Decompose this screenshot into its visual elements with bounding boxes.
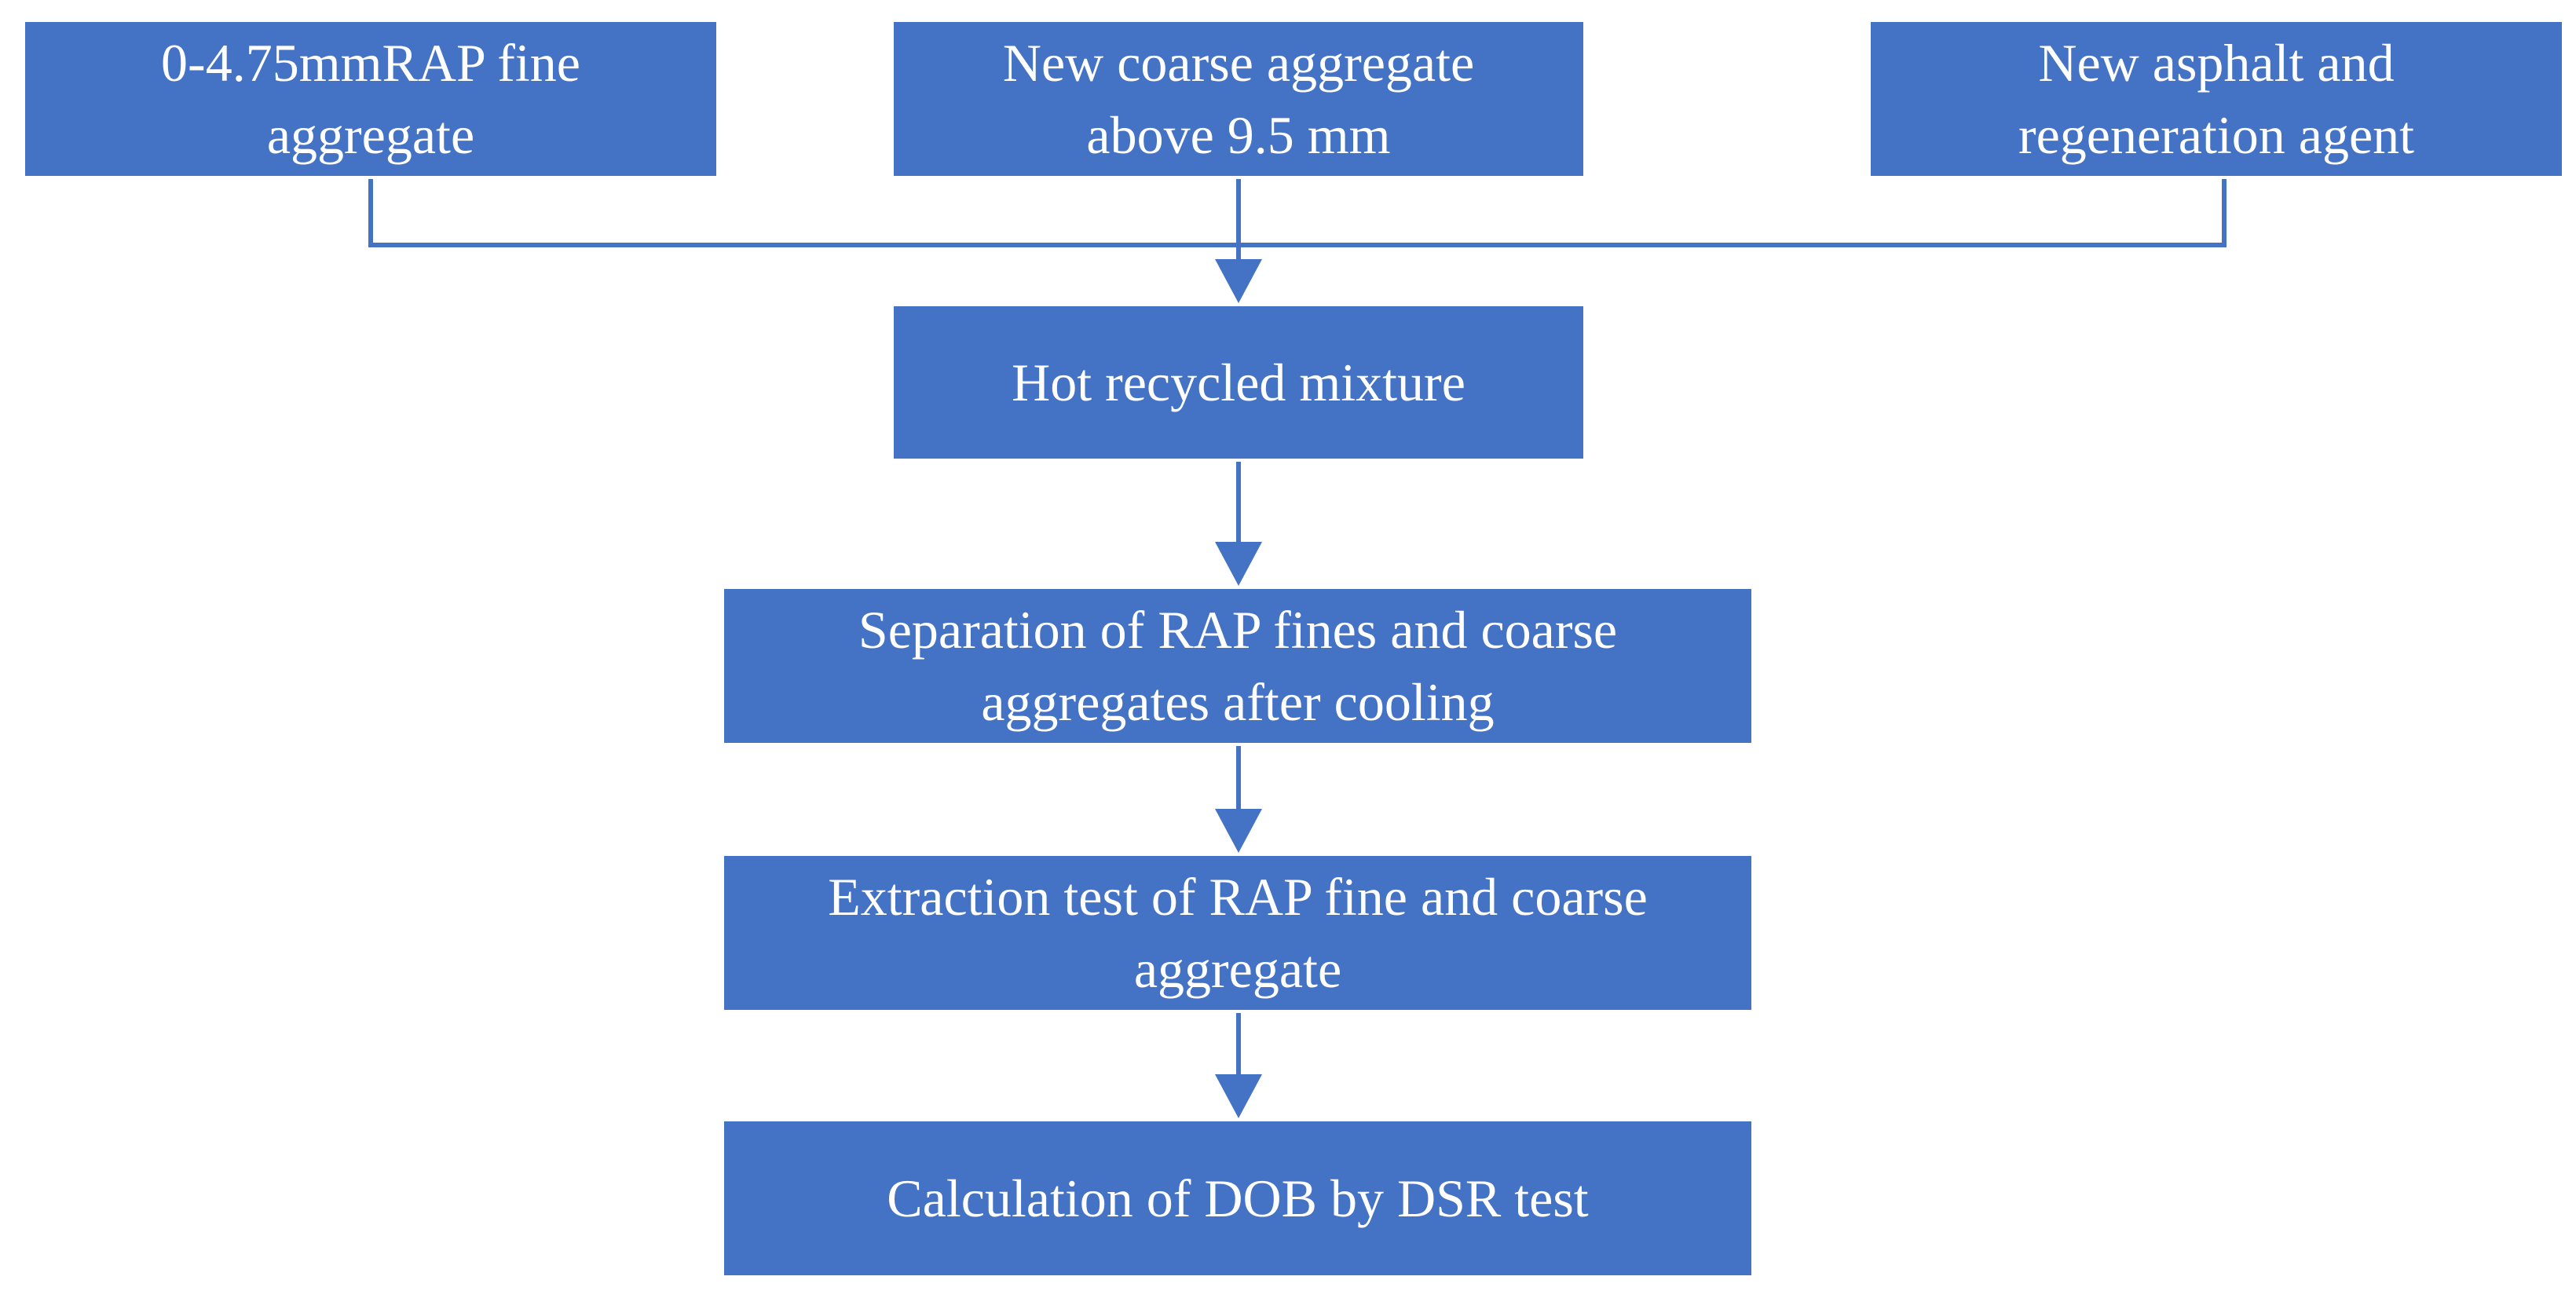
arrowhead-into-dob (1215, 1074, 1262, 1118)
node-dob-calculation: Calculation of DOB by DSR test (721, 1118, 1755, 1278)
node-dob-label: Calculation of DOB by DSR test (887, 1168, 1589, 1228)
arrowhead-into-separation (1215, 542, 1262, 586)
node-asphalt-line-1: New asphalt and (2038, 33, 2395, 93)
node-hot-mixture-label: Hot recycled mixture (1012, 353, 1465, 412)
node-new-coarse-line-1: New coarse aggregate (1002, 33, 1475, 93)
node-new-coarse-line-2: above 9.5 mm (1086, 105, 1391, 165)
arrowhead-into-mixture (1215, 259, 1262, 303)
node-hot-recycled-mixture: Hot recycled mixture (891, 303, 1586, 462)
node-extraction-line-2: aggregate (1133, 939, 1342, 999)
node-extraction-line-1: Extraction test of RAP fine and coarse (828, 867, 1648, 927)
node-separation-line-2: aggregates after cooling (981, 672, 1495, 732)
node-separation-line-1: Separation of RAP fines and coarse (858, 600, 1618, 660)
node-asphalt-regeneration-agent: New asphalt and regeneration agent (1868, 19, 2565, 179)
node-separation-after-cooling: Separation of RAP fines and coarse aggre… (721, 586, 1755, 746)
node-rap-fine-aggregate: 0-4.75mmRAP fine aggregate (22, 19, 719, 179)
arrowhead-into-extraction (1215, 809, 1262, 853)
node-extraction-test: Extraction test of RAP fine and coarse a… (721, 853, 1755, 1013)
node-asphalt-line-2: regeneration agent (2018, 105, 2415, 165)
node-rap-fine-line-2: aggregate (266, 105, 475, 165)
node-rap-fine-line-1: 0-4.75mmRAP fine (161, 33, 580, 93)
node-new-coarse-aggregate: New coarse aggregate above 9.5 mm (891, 19, 1586, 179)
